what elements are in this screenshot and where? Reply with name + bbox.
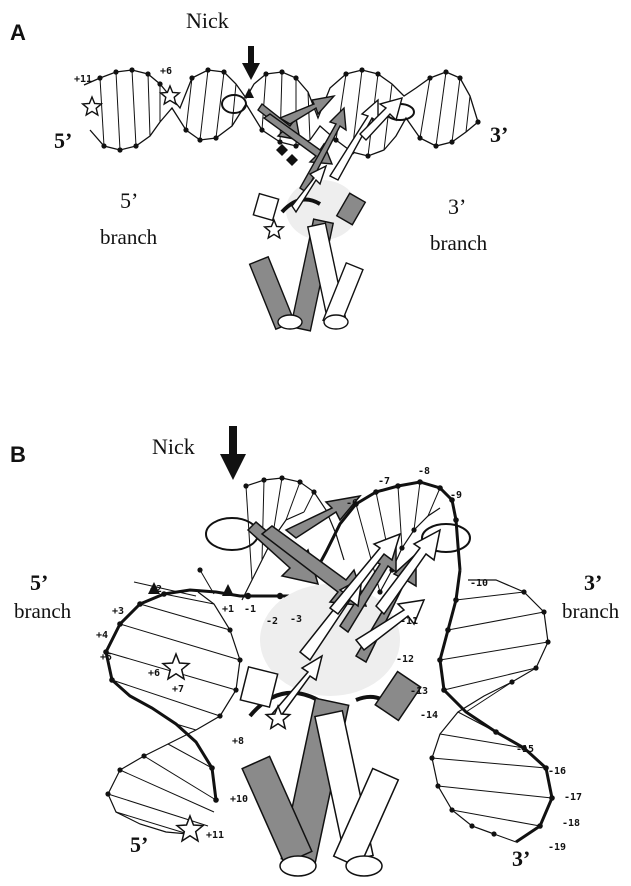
panel-a-strand-3-label: 3’ [490, 122, 508, 147]
panel-b-branch-5-word: branch [14, 599, 72, 623]
pos-minus-19: -19 [548, 842, 566, 853]
pos-minus-11: -11 [400, 616, 418, 627]
panel-b-letter: B [10, 442, 26, 467]
panel-a-branch-5-word: branch [100, 225, 158, 249]
pos-minus-12: -12 [396, 654, 414, 665]
panel-a-contact-triangle [244, 88, 254, 98]
panel-a-branch-3-end: 3’ [448, 194, 466, 219]
pos-minus-16: -16 [548, 766, 566, 777]
panel-a-strand-5-label: 5’ [54, 128, 72, 153]
panel-b-contact-triangle-2 [222, 584, 234, 596]
panel-b-end-5: 5’ [130, 832, 148, 857]
pos-minus-10: -10 [470, 578, 488, 589]
panel-b: B Nick [10, 426, 620, 876]
panel-a: A Nick [10, 8, 508, 331]
pos-minus-8: -8 [418, 466, 430, 477]
panel-b-right-helix [429, 570, 554, 842]
pos-plus-2: +2 [150, 584, 162, 595]
pos-minus-2: -2 [266, 616, 278, 627]
panel-a-nick-label: Nick [186, 8, 229, 33]
panel-a-contact-diamond-1 [276, 144, 288, 156]
panel-a-nick-arrow [242, 46, 260, 80]
panel-a-star-icon-11 [83, 97, 102, 115]
panel-b-nick-arrow [220, 426, 246, 480]
pos-minus-18: -18 [562, 818, 580, 829]
pos-plus-5: +5 [100, 652, 112, 663]
panel-a-branch-3-word: branch [430, 231, 488, 255]
panel-a-foot-right [324, 315, 348, 329]
pos-plus-10: +10 [230, 794, 248, 805]
panel-b-branch-3-end: 3’ [584, 570, 602, 595]
pos-minus-1: -1 [244, 604, 256, 615]
pos-plus-3: +3 [112, 606, 124, 617]
panel-a-star-icon-core [265, 220, 284, 238]
panel-b-contact-loop-left [206, 518, 258, 550]
panel-b-strand-thick-right [440, 570, 552, 842]
panel-a-foot-left [278, 315, 302, 329]
pos-minus-17: -17 [564, 792, 582, 803]
pos-minus-9: -9 [450, 490, 462, 501]
panel-a-letter: A [10, 20, 26, 45]
panel-b-nick-label: Nick [152, 434, 195, 459]
pos-minus-15: -15 [516, 744, 534, 755]
pos-plus-8: +8 [232, 736, 244, 747]
pos-plus-4: +4 [96, 630, 108, 641]
panel-a-box-white [253, 194, 278, 221]
panel-a-pos-6: +6 [160, 66, 172, 77]
pos-plus-1: +1 [222, 604, 234, 615]
panel-a-branch-5-end: 5’ [120, 188, 138, 213]
panel-b-end-3: 3’ [512, 846, 530, 871]
pos-minus-6: -6 [346, 498, 358, 509]
pos-plus-7: +7 [172, 684, 184, 695]
panel-a-arrow-gray-4 [280, 96, 334, 124]
pos-minus-3: -3 [290, 614, 302, 625]
panel-b-box-white [240, 667, 277, 707]
pos-minus-14: -14 [420, 710, 438, 721]
pos-minus-7: -7 [378, 476, 390, 487]
panel-a-contact-diamond-2 [286, 154, 298, 166]
pos-plus-6: +6 [148, 668, 160, 679]
panel-b-branch-5-end: 5’ [30, 570, 48, 595]
pos-plus-11: +11 [206, 830, 224, 841]
panel-b-branch-3-word: branch [562, 599, 620, 623]
panel-b-foot-left [280, 856, 316, 876]
panel-a-pos-11: +11 [74, 74, 92, 85]
panel-b-star-icon-11 [177, 816, 203, 841]
panel-b-foot-right [346, 856, 382, 876]
pos-minus-13: -13 [410, 686, 428, 697]
